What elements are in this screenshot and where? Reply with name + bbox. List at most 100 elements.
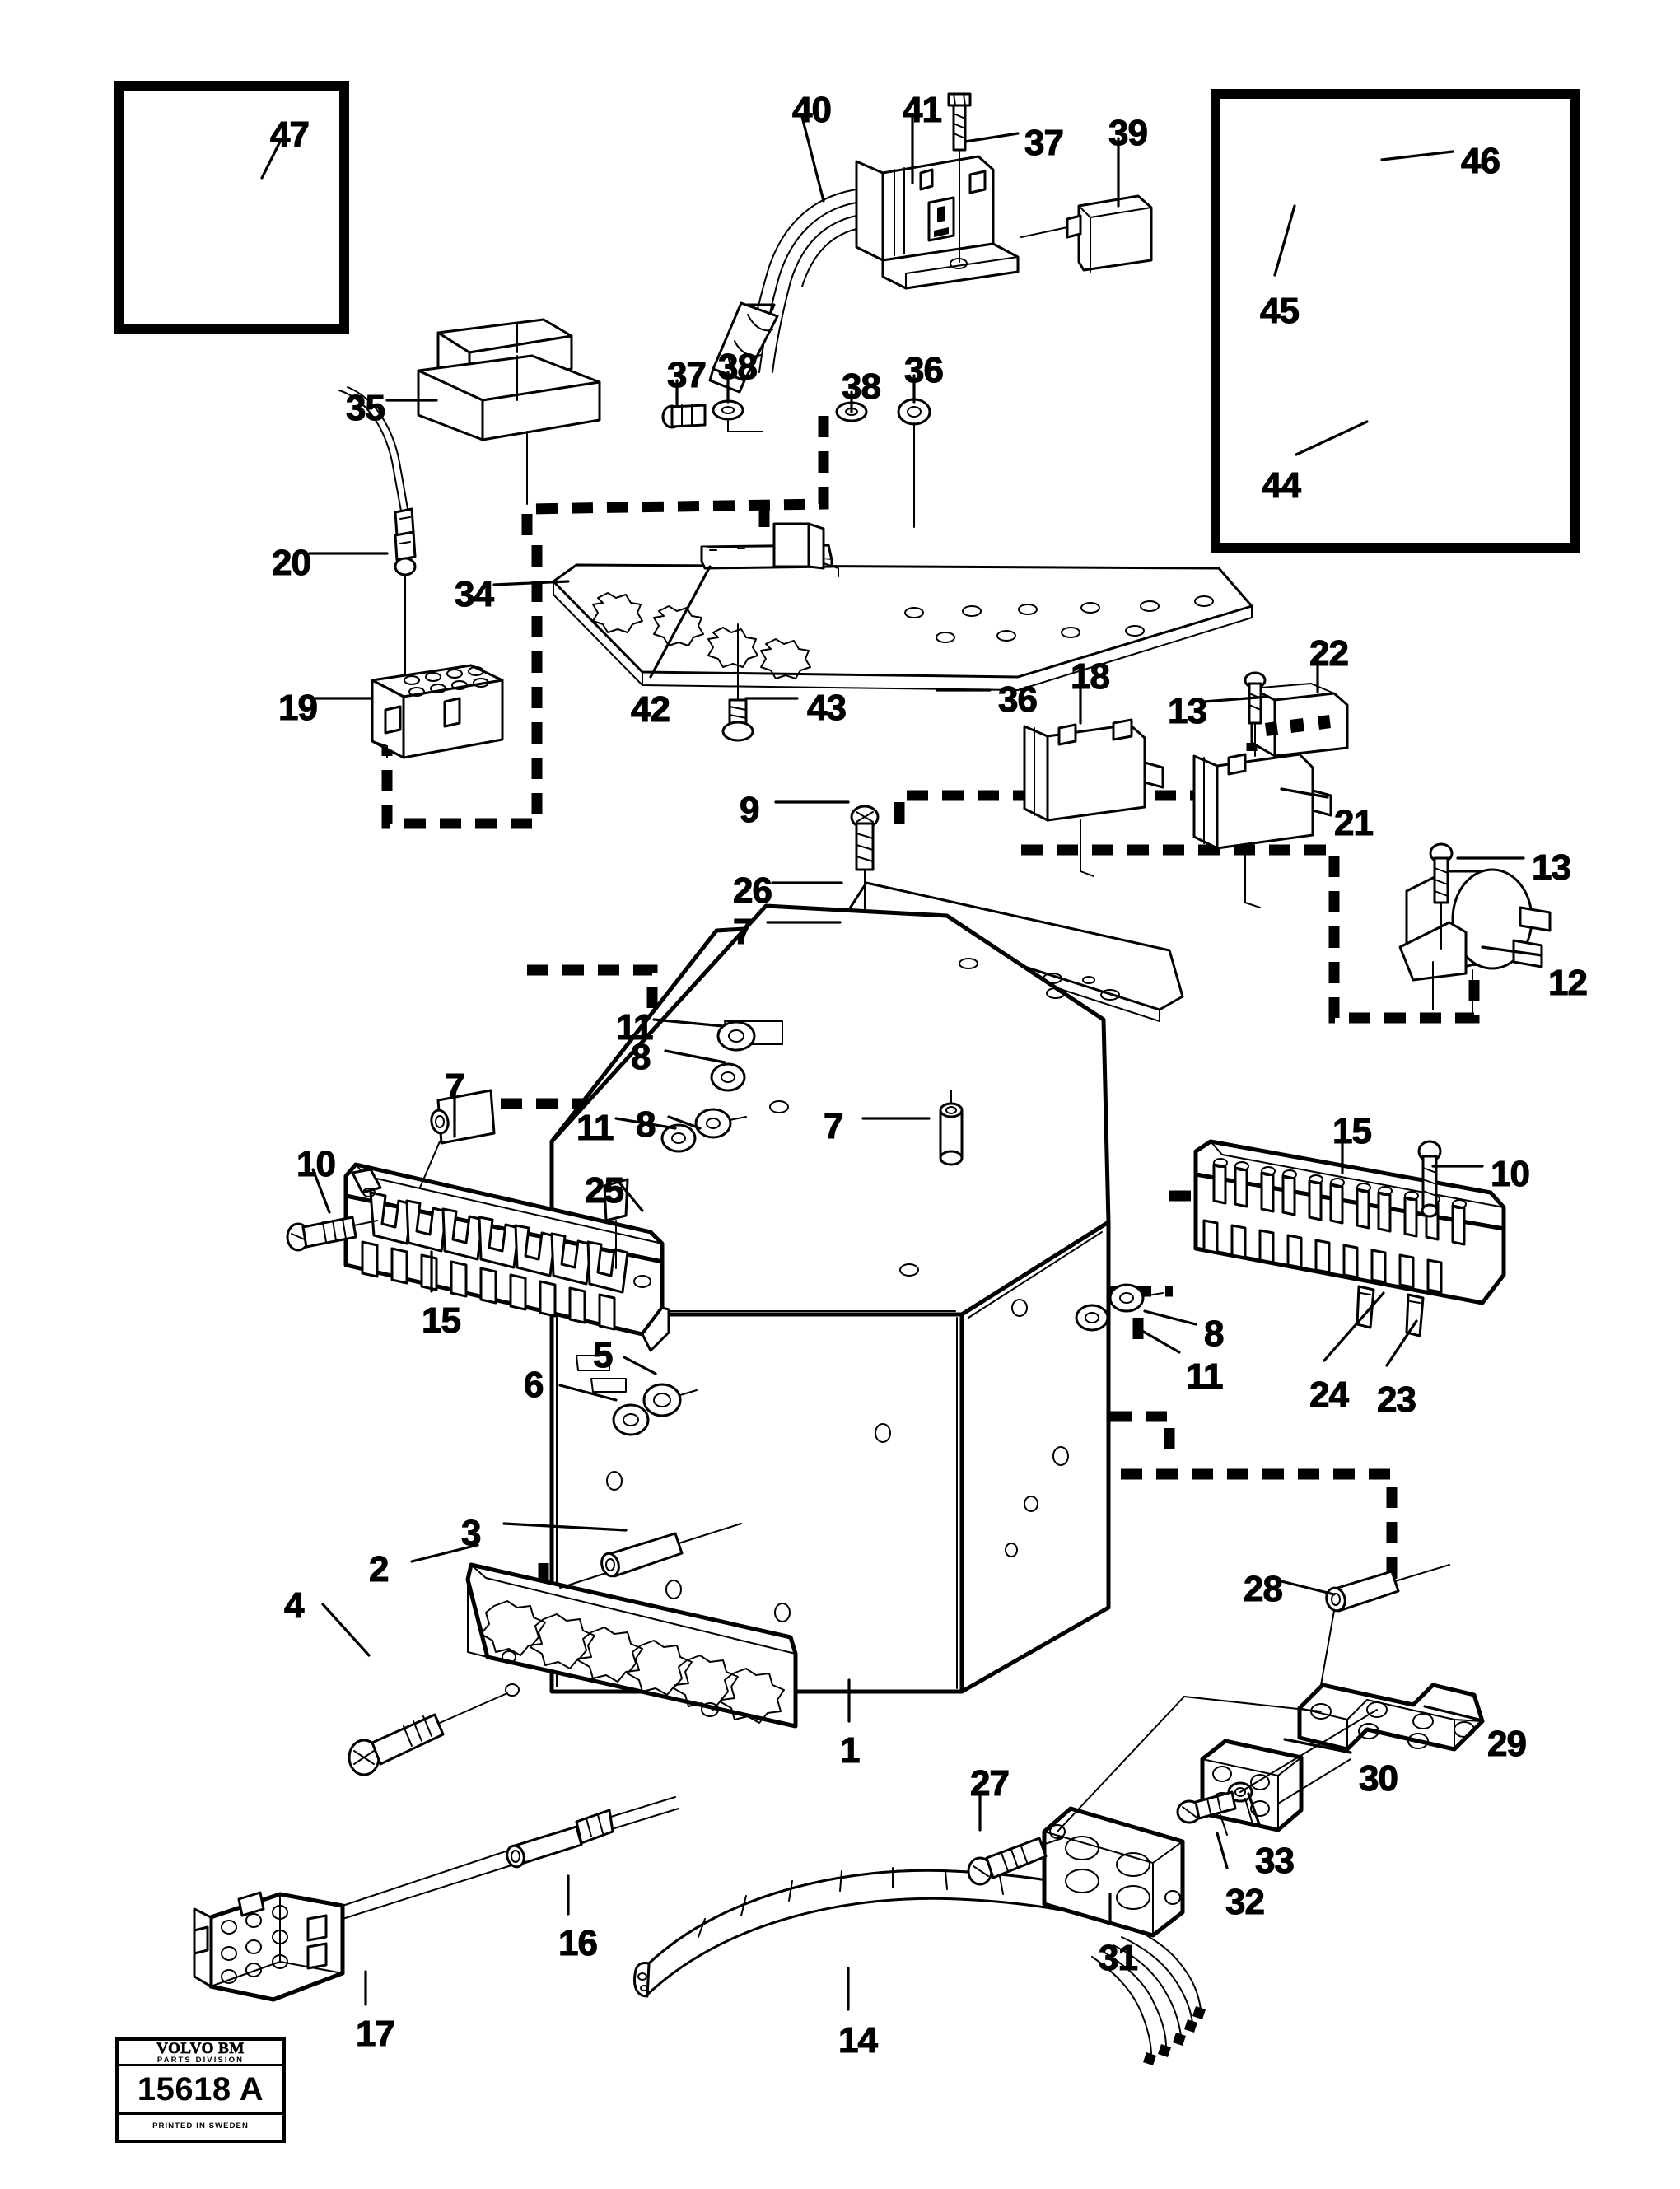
callout-number-19: 19 — [278, 688, 318, 728]
leader-line-32 — [1217, 1833, 1227, 1868]
part-13-screw-flasher — [1430, 844, 1452, 949]
part-27-screw — [968, 1838, 1062, 1884]
title-block: VOLVO BM PARTS DIVISION 15618 A PRINTED … — [115, 2037, 286, 2143]
inset-box-top-right — [1211, 89, 1580, 553]
inset-box-top-left — [114, 81, 349, 334]
callout-number-7: 7 — [732, 912, 754, 952]
callout-number-7: 7 — [444, 1066, 465, 1107]
callout-number-27: 27 — [969, 1763, 1010, 1804]
part-36-nut-top — [898, 399, 930, 527]
callout-number-8: 8 — [635, 1104, 656, 1145]
leader-line-8 — [1145, 1311, 1196, 1324]
callout-number-32: 32 — [1225, 1882, 1265, 1922]
leader-line-2 — [412, 1545, 478, 1561]
callout-number-40: 40 — [791, 90, 832, 130]
leader-line-33 — [1248, 1794, 1260, 1827]
callout-number-11: 11 — [1185, 1356, 1224, 1397]
callout-number-38: 38 — [841, 366, 881, 407]
leader-line-46 — [1382, 152, 1453, 160]
callout-number-5: 5 — [592, 1335, 614, 1375]
part-29-bracket — [1184, 1685, 1482, 1792]
leader-line-24 — [1324, 1293, 1384, 1361]
leader-line-8 — [669, 1117, 700, 1128]
part-number: 15618 A — [119, 2066, 282, 2115]
callout-number-33: 33 — [1254, 1841, 1295, 1881]
leader-line-4 — [323, 1604, 369, 1655]
callout-number-14: 14 — [838, 2020, 878, 2061]
callout-number-36: 36 — [997, 679, 1038, 720]
leader-line-30 — [1285, 1739, 1351, 1753]
part-40-wire-harness — [710, 189, 856, 392]
part-20-cable-terminal — [339, 387, 415, 693]
callout-number-29: 29 — [1486, 1724, 1527, 1764]
callout-number-34: 34 — [454, 574, 494, 614]
part-41-relay-unit — [856, 156, 1018, 288]
callout-number-6: 6 — [523, 1365, 544, 1405]
part-8-nut-left — [712, 1064, 744, 1090]
callout-number-16: 16 — [558, 1923, 598, 1963]
callout-number-35: 35 — [345, 388, 385, 428]
callout-number-15: 15 — [1332, 1111, 1372, 1151]
leader-line-25 — [619, 1183, 642, 1211]
leader-line-21 — [1281, 789, 1328, 797]
part-22-relay-socket — [1252, 684, 1347, 756]
leader-line-40 — [802, 117, 824, 201]
leader-line-23 — [1387, 1321, 1416, 1365]
callout-number-30: 30 — [1358, 1758, 1398, 1799]
part-37-screw-top — [949, 94, 970, 262]
leader-line-11 — [654, 1020, 723, 1026]
part-7-spacer-fuse-left — [420, 1090, 494, 1188]
part-13-screw-relay — [1245, 673, 1265, 756]
part-37-screw-left — [663, 405, 705, 427]
callout-number-36: 36 — [903, 350, 944, 390]
part-3-spacer-sleeve — [560, 1524, 741, 1588]
callout-number-31: 31 — [1098, 1938, 1138, 1978]
callout-number-43: 43 — [806, 688, 847, 728]
title-block-brand: VOLVO BM PARTS DIVISION — [119, 2041, 282, 2066]
leader-line-29 — [1425, 1706, 1479, 1720]
part-32-screw — [1178, 1792, 1235, 1835]
callout-number-11: 11 — [576, 1108, 614, 1148]
part-39-relay-block — [1021, 196, 1151, 272]
callout-number-24: 24 — [1309, 1375, 1349, 1415]
callout-number-13: 13 — [1167, 691, 1207, 731]
part-28-spacer-sleeve — [1321, 1565, 1449, 1685]
callout-number-8: 8 — [1203, 1314, 1225, 1354]
part-11-washer-right — [1076, 1305, 1108, 1330]
leader-line-13 — [1204, 697, 1268, 702]
inset-inner-border-right — [1218, 96, 1572, 545]
leader-line-28 — [1281, 1581, 1334, 1594]
callout-number-41: 41 — [902, 90, 942, 130]
brand-name: VOLVO BM — [156, 2040, 245, 2057]
inset-inner-border-left — [121, 88, 342, 327]
callout-number-4: 4 — [283, 1585, 305, 1626]
callout-number-17: 17 — [355, 2014, 395, 2054]
leader-line-11 — [1136, 1328, 1179, 1352]
part-5-nut — [644, 1384, 697, 1416]
part-9-screw — [852, 806, 878, 939]
part-8-nut-left2 — [696, 1109, 746, 1137]
leader-line-12 — [1482, 947, 1542, 955]
part-6-washer — [614, 1405, 648, 1435]
callout-number-11: 11 — [615, 1007, 654, 1048]
callout-number-9: 9 — [739, 790, 760, 830]
part-35-control-unit — [418, 320, 600, 504]
callout-number-3: 3 — [460, 1513, 482, 1553]
callout-number-25: 25 — [584, 1170, 624, 1211]
callout-number-10: 10 — [296, 1144, 336, 1184]
callout-number-15: 15 — [421, 1300, 461, 1341]
callout-number-39: 39 — [1108, 113, 1148, 153]
part-17-connector — [194, 1850, 514, 2000]
part-18-relay — [1024, 720, 1163, 876]
brand-division: PARTS DIVISION — [156, 2056, 245, 2065]
part-25-fuse-left — [604, 1179, 628, 1268]
part-10-screw-right — [1419, 1141, 1440, 1216]
callout-number-28: 28 — [1243, 1569, 1283, 1609]
callout-number-45: 45 — [1259, 291, 1300, 331]
callout-number-44: 44 — [1261, 465, 1301, 506]
leader-line-8 — [665, 1051, 725, 1062]
part-19-connector-block — [372, 665, 502, 758]
